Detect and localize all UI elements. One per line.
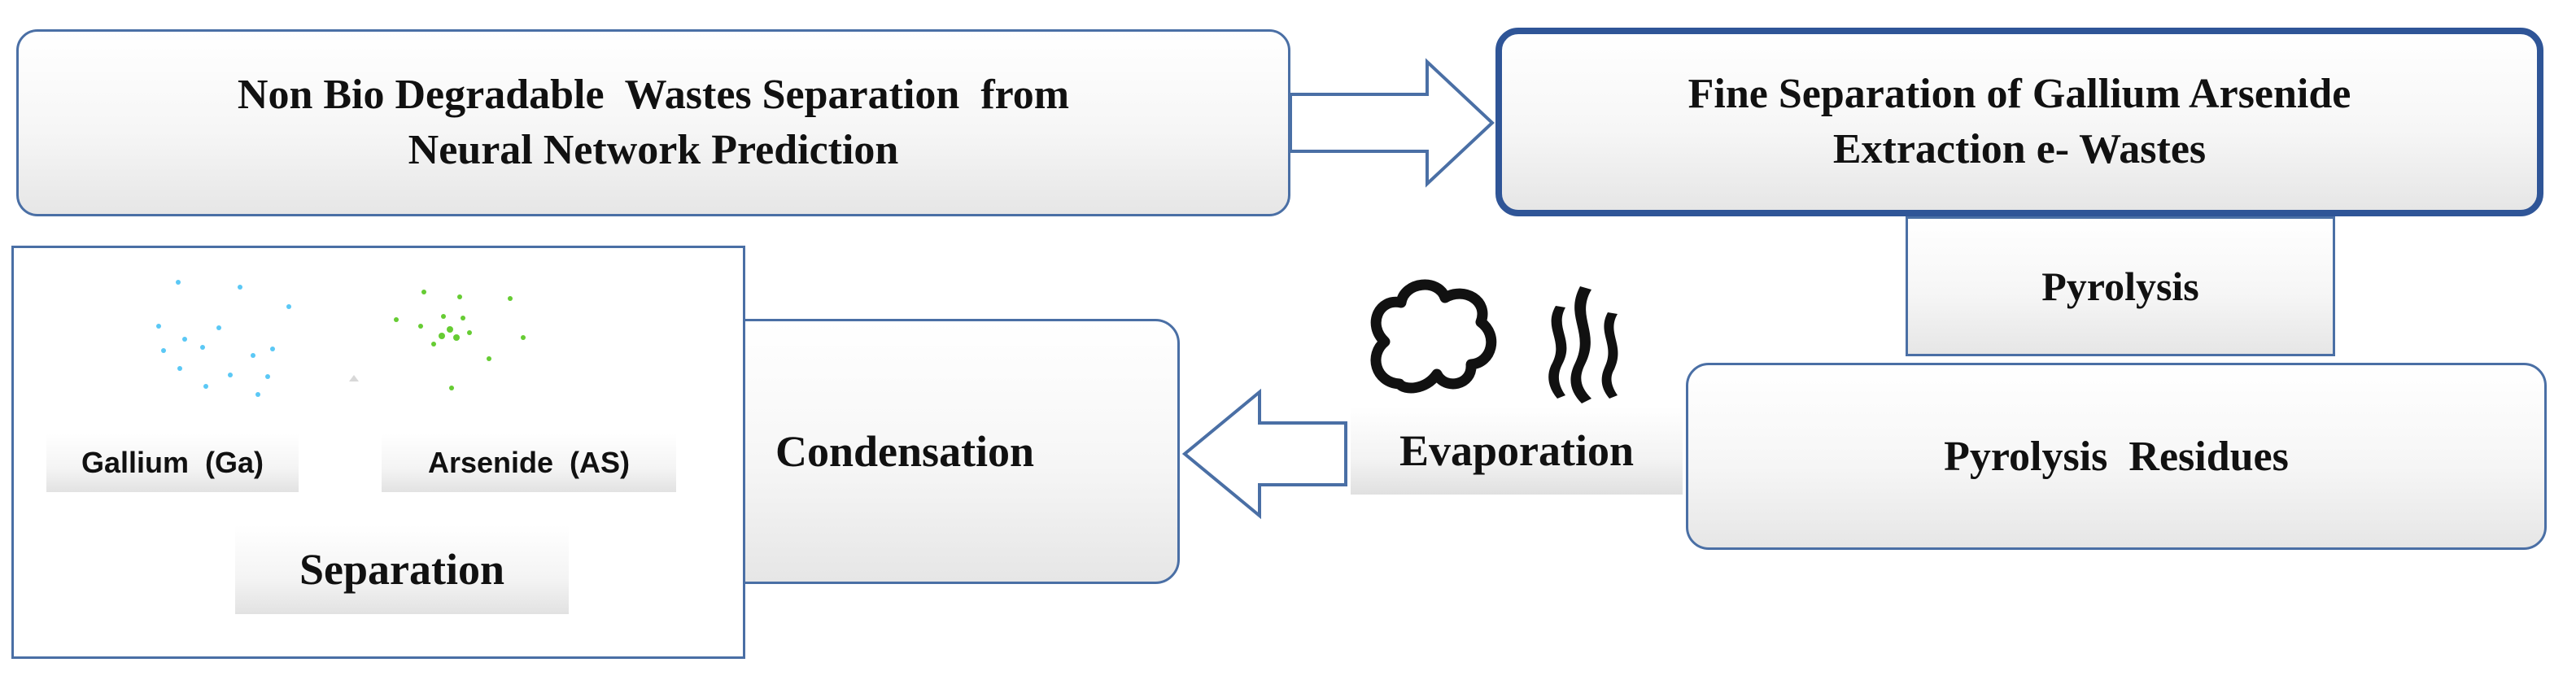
gallium-label: Gallium (Ga) — [81, 446, 264, 479]
element-particles — [156, 280, 526, 397]
left-arrow — [1181, 388, 1347, 520]
node-pyrolysis: Pyrolysis — [1906, 216, 2335, 356]
gallium-label-chip: Gallium (Ga) — [46, 434, 299, 492]
right-arrow — [1289, 58, 1495, 188]
nonbio-line2: Neural Network Prediction — [408, 127, 899, 173]
arsenide-label: Arsenide (AS) — [427, 446, 631, 479]
arsenide-particles — [394, 290, 526, 390]
node-fine-separation: Fine Separation of Gallium Arsenide Extr… — [1495, 28, 2543, 216]
gallium-particles — [156, 280, 291, 397]
condensation-label: Condensation — [775, 427, 1035, 476]
cloud-icon — [1370, 279, 1497, 394]
separation-panel: Gallium (Ga) Arsenide (AS) Separation — [11, 246, 745, 659]
steam-icon — [1548, 286, 1618, 403]
residues-label: Pyrolysis Residues — [1944, 433, 2289, 480]
fine-line1: Fine Separation of Gallium Arsenide — [1687, 71, 2351, 117]
separation-title: Separation — [299, 545, 505, 594]
evaporation-box: Evaporation — [1351, 407, 1683, 495]
pyrolysis-label: Pyrolysis — [2041, 264, 2199, 309]
separation-title-chip: Separation — [235, 525, 569, 614]
nonbio-line1: Non Bio Degradable Wastes Separation fro… — [237, 72, 1070, 118]
node-nonbio-waste-separation: Non Bio Degradable Wastes Separation fro… — [16, 29, 1290, 216]
evaporation-label: Evaporation — [1399, 426, 1635, 475]
node-pyrolysis-residues: Pyrolysis Residues — [1686, 363, 2547, 550]
fine-line2: Extraction e- Wastes — [1832, 126, 2207, 172]
arsenide-label-chip: Arsenide (AS) — [382, 434, 676, 492]
